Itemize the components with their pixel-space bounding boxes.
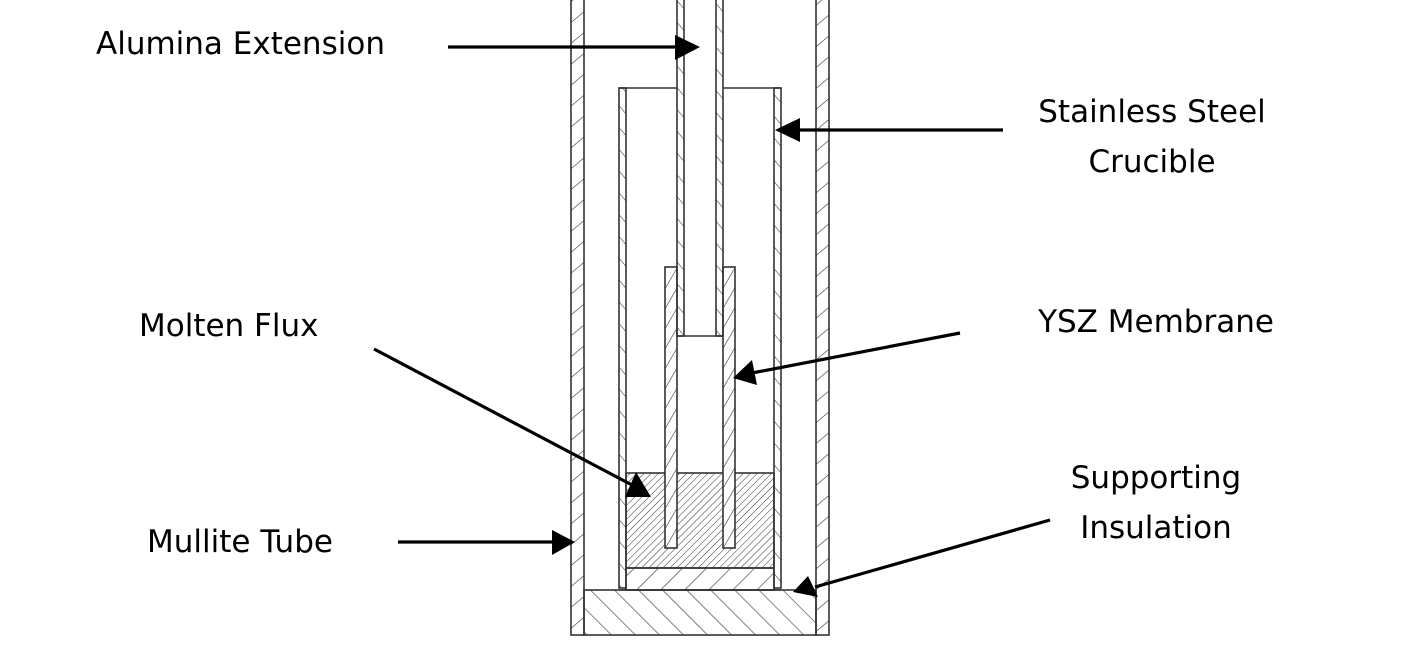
mullite-tube-right-wall (815, 0, 830, 636)
label-supporting-insulation-line2: Insulation (1080, 510, 1232, 546)
label-stainless-steel-crucible-line1: Stainless Steel (1038, 94, 1266, 130)
crucible-left-wall (618, 87, 627, 589)
supporting-insulation (583, 589, 817, 636)
arrow-ysz-membrane (733, 331, 961, 385)
label-mullite-tube: Mullite Tube (147, 524, 333, 560)
ysz-right-wall (722, 266, 736, 549)
mullite-tube-left-wall (570, 0, 585, 636)
crucible-bottom-plate (625, 567, 775, 591)
arrow-stainless-steel-crucible (775, 118, 1003, 142)
arrow-supporting-insulation (793, 518, 1051, 597)
ysz-left-wall (664, 266, 678, 549)
label-supporting-insulation-line1: Supporting (1071, 460, 1242, 496)
arrow-alumina-extension (448, 35, 700, 60)
label-stainless-steel-crucible-line2: Crucible (1088, 144, 1215, 180)
molten-flux-region (625, 472, 775, 569)
arrow-mullite-tube (398, 530, 575, 555)
ysz-membrane (664, 266, 736, 549)
molten-flux (625, 472, 775, 569)
supporting-insulation-block (583, 589, 817, 636)
label-alumina-extension: Alumina Extension (96, 26, 385, 62)
arrow-molten-flux (373, 347, 651, 497)
alumina-right-wall (715, 0, 724, 337)
label-molten-flux: Molten Flux (139, 308, 319, 344)
mullite-tube (570, 0, 830, 636)
label-ysz-membrane: YSZ Membrane (1037, 304, 1274, 340)
crucible-right-wall (773, 87, 782, 589)
alumina-extension (676, 0, 724, 337)
